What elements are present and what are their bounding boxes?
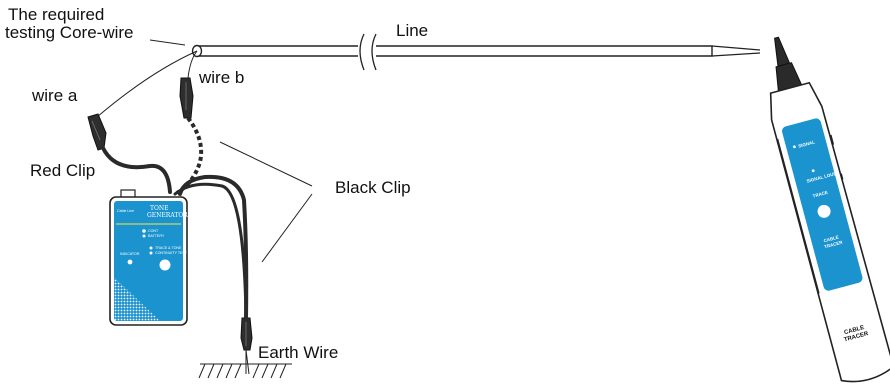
generator-speaker-grille: [114, 277, 160, 321]
label-wire-b: wire b: [198, 68, 244, 87]
line-cable: [191, 33, 761, 71]
generator-led-1: [142, 229, 146, 233]
break-mark-right: [371, 33, 377, 71]
label-red-clip: Red Clip: [30, 161, 95, 180]
ground-symbol: [198, 363, 292, 379]
black-clip-earth: [240, 317, 253, 351]
leader-lines: [149, 39, 313, 263]
generator-led-2: [142, 234, 146, 238]
generator-button-small: [127, 259, 133, 265]
tone-generator: Cable Line TONE GENERATOR CONT BATTERY T…: [109, 189, 188, 326]
tracer-panel-label-tracer: TRACER: [824, 240, 844, 250]
cables: [101, 146, 249, 320]
generator-panel: [114, 201, 183, 321]
label-earth-wire: Earth Wire: [258, 343, 338, 362]
red-clip: [87, 113, 107, 151]
core-wire-leader: [149, 39, 186, 46]
generator-indicator-3: CONTINUITY TEST: [155, 251, 188, 255]
generator-led-label-2: BATTERY: [148, 234, 165, 238]
wire-a: [96, 50, 198, 118]
generator-title-1: TONE: [150, 205, 169, 212]
label-wire-a: wire a: [31, 86, 78, 105]
tracer-tip: [774, 36, 791, 67]
label-core-wire-2: testing Core-wire: [5, 23, 134, 42]
wire-b: [187, 50, 198, 79]
generator-button-large: [159, 259, 171, 271]
earth-cable-2: [173, 182, 248, 320]
tracer-body-label-1: CABLE: [844, 325, 866, 336]
black-clip-leader-1: [219, 141, 313, 187]
label-black-clip: Black Clip: [335, 178, 411, 197]
black-clip-b-cable: [175, 116, 204, 195]
generator-indicator-2: TRACE & TONE: [155, 246, 182, 250]
break-mark-left: [359, 33, 365, 71]
label-core-wire-1: The required: [8, 5, 104, 24]
generator-title-2: GENERATOR: [147, 212, 188, 219]
generator-indicator-1: INDICATOR: [120, 252, 140, 256]
black-clip-leader-2: [261, 193, 313, 263]
tracer-panel: [782, 118, 863, 291]
generator-brand: Cable Line: [117, 209, 134, 213]
label-line: Line: [396, 21, 428, 40]
tracer-label-trace: TRACE: [812, 190, 828, 199]
tracer-label-signal: SIGNAL: [798, 139, 816, 148]
black-clip-b: [179, 77, 194, 119]
cable-tracer: SIGNAL SIGNAL LOUD TRACE CABLE TRACER CA…: [769, 36, 890, 383]
generator-led-label-1: CONT: [148, 229, 159, 233]
tracer-panel-label-cable: CABLE: [823, 235, 839, 244]
red-clip-cable: [101, 146, 172, 194]
tracer-button: [817, 204, 831, 218]
earth-cable: [178, 174, 249, 320]
